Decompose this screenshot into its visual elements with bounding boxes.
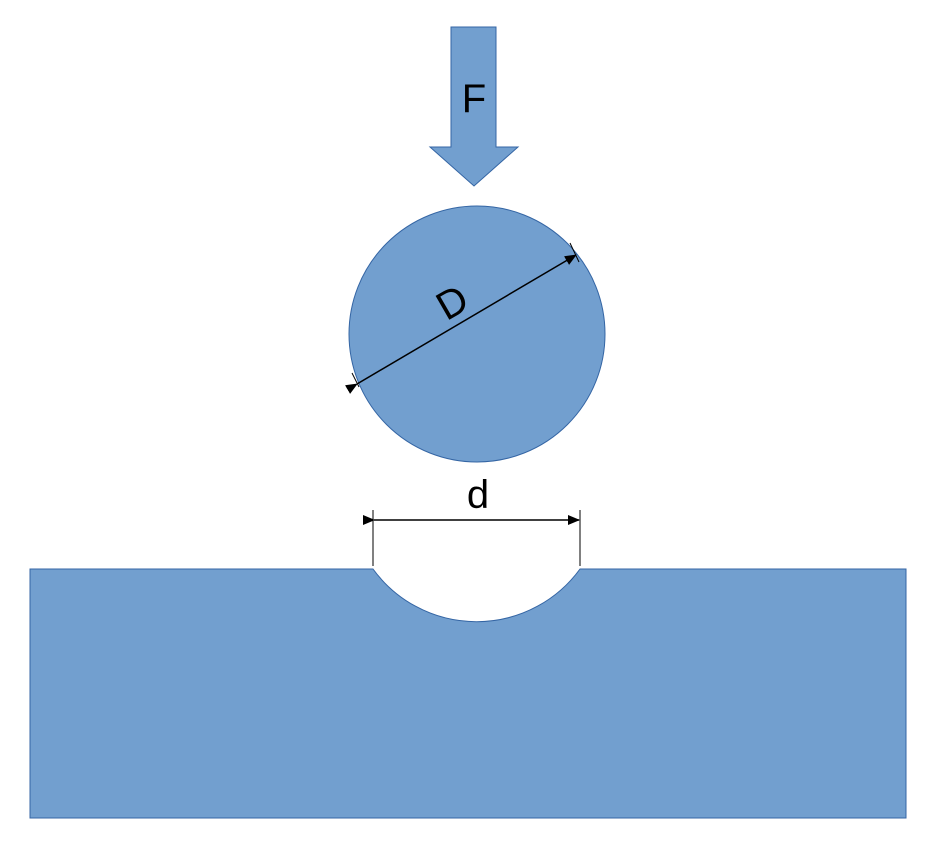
test-specimen <box>29 568 907 819</box>
indenter-ball <box>348 205 606 463</box>
ball-diameter-tick-end <box>569 242 580 263</box>
indent-diameter-label: d <box>467 473 489 517</box>
force-arrow <box>428 26 520 187</box>
ball-diameter-line <box>344 254 577 394</box>
ball-diameter-tick-start <box>351 372 360 388</box>
force-label: F <box>462 77 486 121</box>
